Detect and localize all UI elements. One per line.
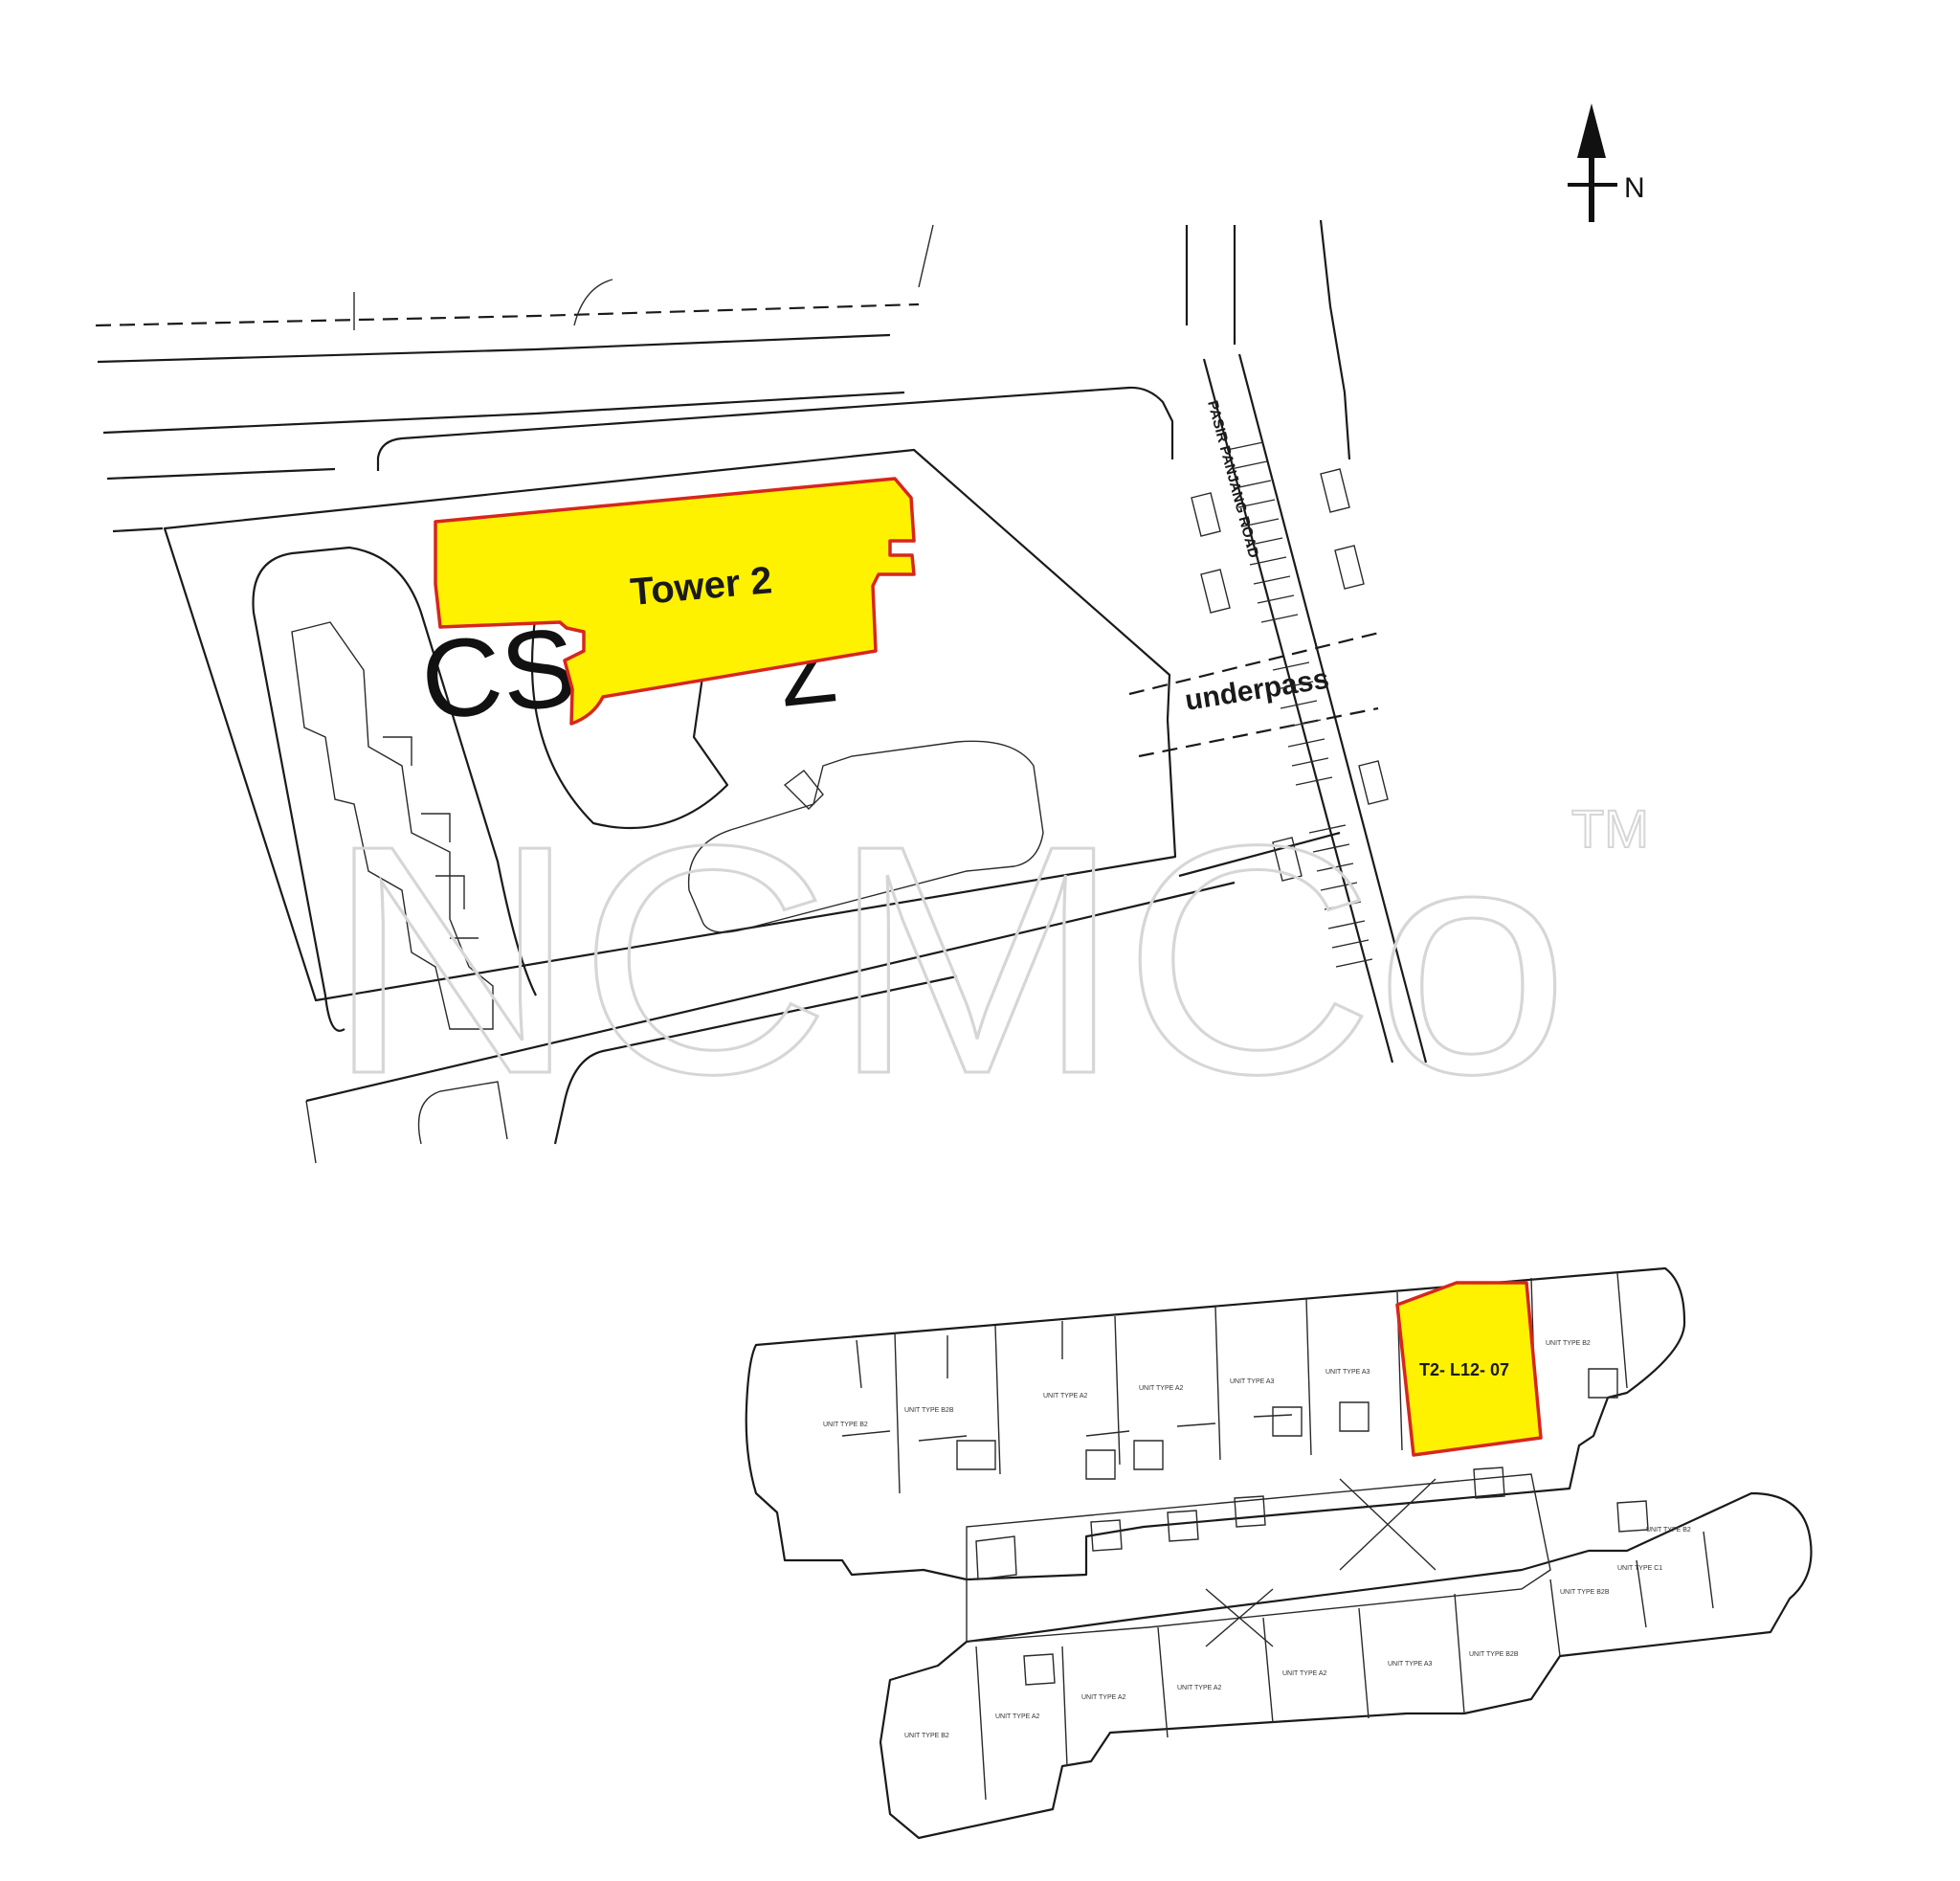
- diagonal-road-east: [1237, 353, 1428, 1064]
- north-arrow-head-icon: [1577, 103, 1606, 158]
- upper-wing-outline: [745, 1266, 1686, 1581]
- west-block: [291, 621, 494, 1030]
- unit-tag: UNIT TYPE A3: [1230, 1378, 1275, 1385]
- driveway-loop-west: [252, 546, 537, 1032]
- unit-tag: UNIT TYPE A2: [995, 1713, 1040, 1720]
- road-edge-4: [112, 526, 164, 533]
- road-south-2: [1178, 831, 1341, 878]
- unit-tag: UNIT TYPE B2: [904, 1733, 949, 1739]
- lower-partitions: [975, 1531, 1714, 1801]
- unit-tag: UNIT TYPE A2: [1282, 1670, 1327, 1677]
- unit-tag: UNIT TYPE B2B: [1469, 1651, 1519, 1658]
- road-edge-3: [106, 467, 336, 481]
- central-core: [966, 1473, 1551, 1643]
- floor-plan: UNIT TYPE B2 UNIT TYPE B2B UNIT TYPE A2 …: [745, 1266, 1813, 1840]
- road-south-kerb: [305, 1081, 508, 1164]
- unit-tag: UNIT TYPE B2B: [904, 1407, 954, 1414]
- unit-tag: UNIT TYPE B2: [823, 1422, 868, 1428]
- road-label: PASIR PANJANG ROAD: [1204, 399, 1261, 560]
- watermark-trademark: TM: [1571, 798, 1649, 859]
- tower-footprint-south: [687, 740, 1044, 933]
- unit-tag: UNIT TYPE A2: [1139, 1385, 1184, 1392]
- underpass-line-2: [1138, 706, 1379, 758]
- unit-tag: UNIT TYPE B2B: [1560, 1589, 1610, 1596]
- north-label: N: [1624, 172, 1645, 204]
- unit-t2-l12-07-highlight: [1395, 1281, 1543, 1457]
- underpass-line-1: [1128, 630, 1384, 696]
- unit-tag: UNIT TYPE A2: [1081, 1694, 1126, 1701]
- road-loop-upper: [376, 386, 1174, 471]
- unit-tag: UNIT TYPE A3: [1388, 1661, 1433, 1668]
- road-edge-2: [102, 391, 905, 435]
- tower-footprint-south-notch: [783, 770, 824, 810]
- unit-tag: UNIT TYPE A2: [1043, 1393, 1088, 1400]
- lower-wing-outline: [879, 1491, 1813, 1840]
- unit-tag: UNIT TYPE A2: [1177, 1685, 1222, 1691]
- site-boundary: [163, 448, 1177, 1002]
- road-south-1: [305, 881, 1236, 1103]
- unit-tag: UNIT TYPE A3: [1325, 1369, 1370, 1376]
- unit-t2-l12-07-label: T2- L12- 07: [1419, 1360, 1509, 1379]
- west-block-details: [383, 736, 479, 939]
- unit-tag: UNIT TYPE C1: [1617, 1565, 1662, 1572]
- tower-2-highlight: [434, 477, 916, 726]
- void-cross: [1205, 1478, 1437, 1647]
- road-dashed-top: [95, 302, 920, 327]
- parking-stalls: [1226, 441, 1373, 968]
- road-south-3: [553, 974, 958, 1145]
- unit-tag: UNIT TYPE B2: [1546, 1340, 1591, 1347]
- road-edge-1: [97, 333, 891, 364]
- unit-tag: UNIT TYPE B2: [1646, 1527, 1691, 1534]
- north-arrow: N: [1568, 103, 1645, 222]
- parking-stall-bays: [1191, 468, 1389, 882]
- lower-fixtures: [975, 1467, 1649, 1686]
- watermark: NCMCo TM: [324, 777, 1650, 1144]
- underpass-label: underpass: [1183, 663, 1331, 717]
- diagonal-road-outer: [1185, 219, 1351, 460]
- upper-partitions: [841, 1272, 1628, 1494]
- watermark-text: NCMCo: [325, 778, 1570, 1142]
- upper-fixtures: [956, 1368, 1618, 1480]
- road-kerb-upper: [353, 224, 934, 330]
- diagonal-road-west: [1202, 358, 1394, 1064]
